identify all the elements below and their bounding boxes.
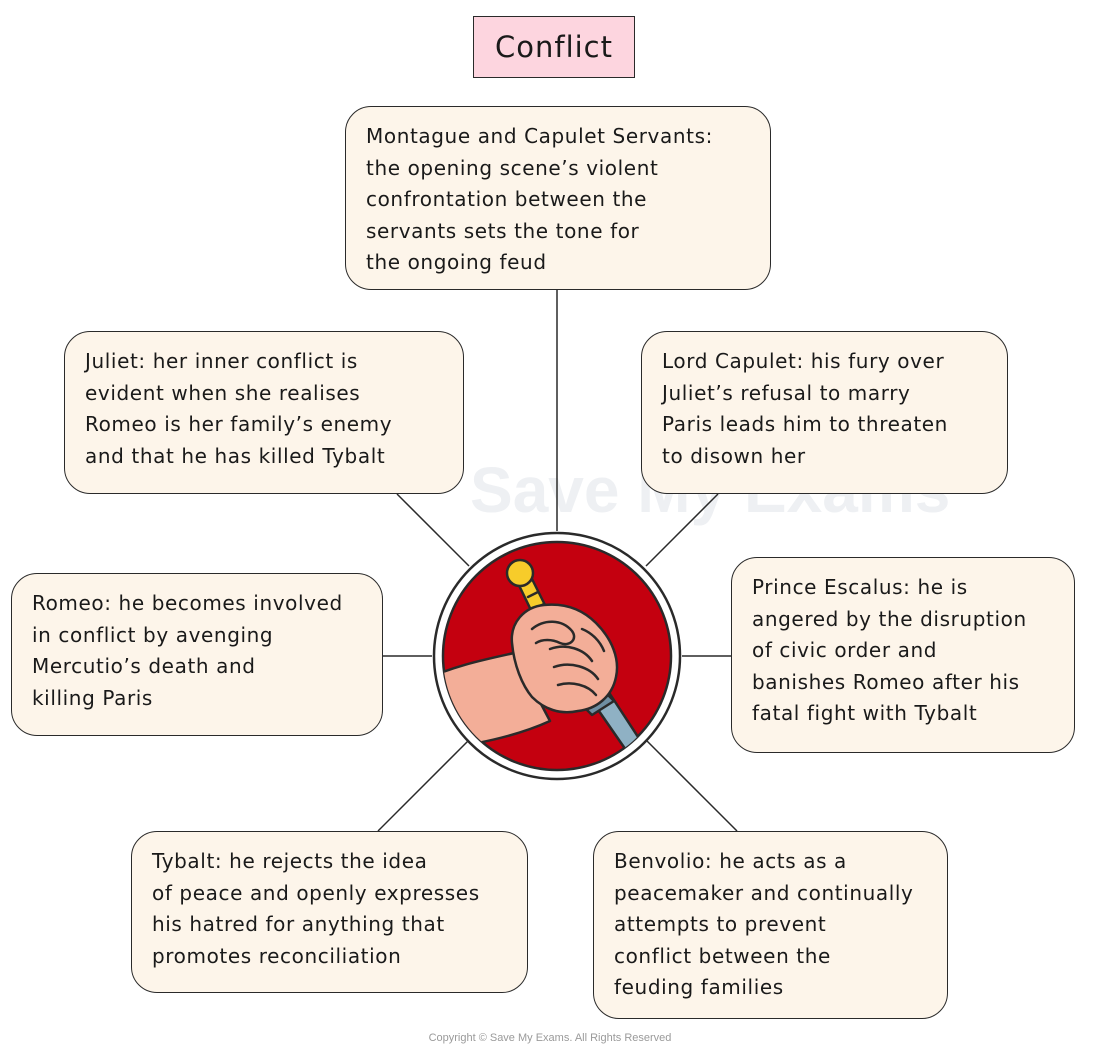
node-tybalt: Tybalt: he rejects the idea of peace and…: [131, 831, 528, 993]
node-juliet: Juliet: her inner conflict is evident wh…: [64, 331, 464, 494]
diagram-title: Conflict: [473, 16, 635, 78]
node-prince-escalus: Prince Escalus: he is angered by the dis…: [731, 557, 1075, 753]
copyright-notice: Copyright © Save My Exams. All Rights Re…: [428, 1032, 672, 1044]
connector-tybalt: [377, 739, 470, 832]
node-servants: Montague and Capulet Servants: the openi…: [345, 106, 771, 290]
node-lord-capulet: Lord Capulet: his fury over Juliet’s ref…: [641, 331, 1008, 494]
connector-benvolio: [645, 739, 738, 832]
connector-capulet: [645, 493, 719, 567]
node-benvolio: Benvolio: he acts as a peacemaker and co…: [593, 831, 948, 1019]
node-romeo: Romeo: he becomes involved in conflict b…: [11, 573, 383, 736]
connector-juliet: [396, 493, 470, 567]
fist-gripping-dagger-icon: [432, 531, 682, 781]
